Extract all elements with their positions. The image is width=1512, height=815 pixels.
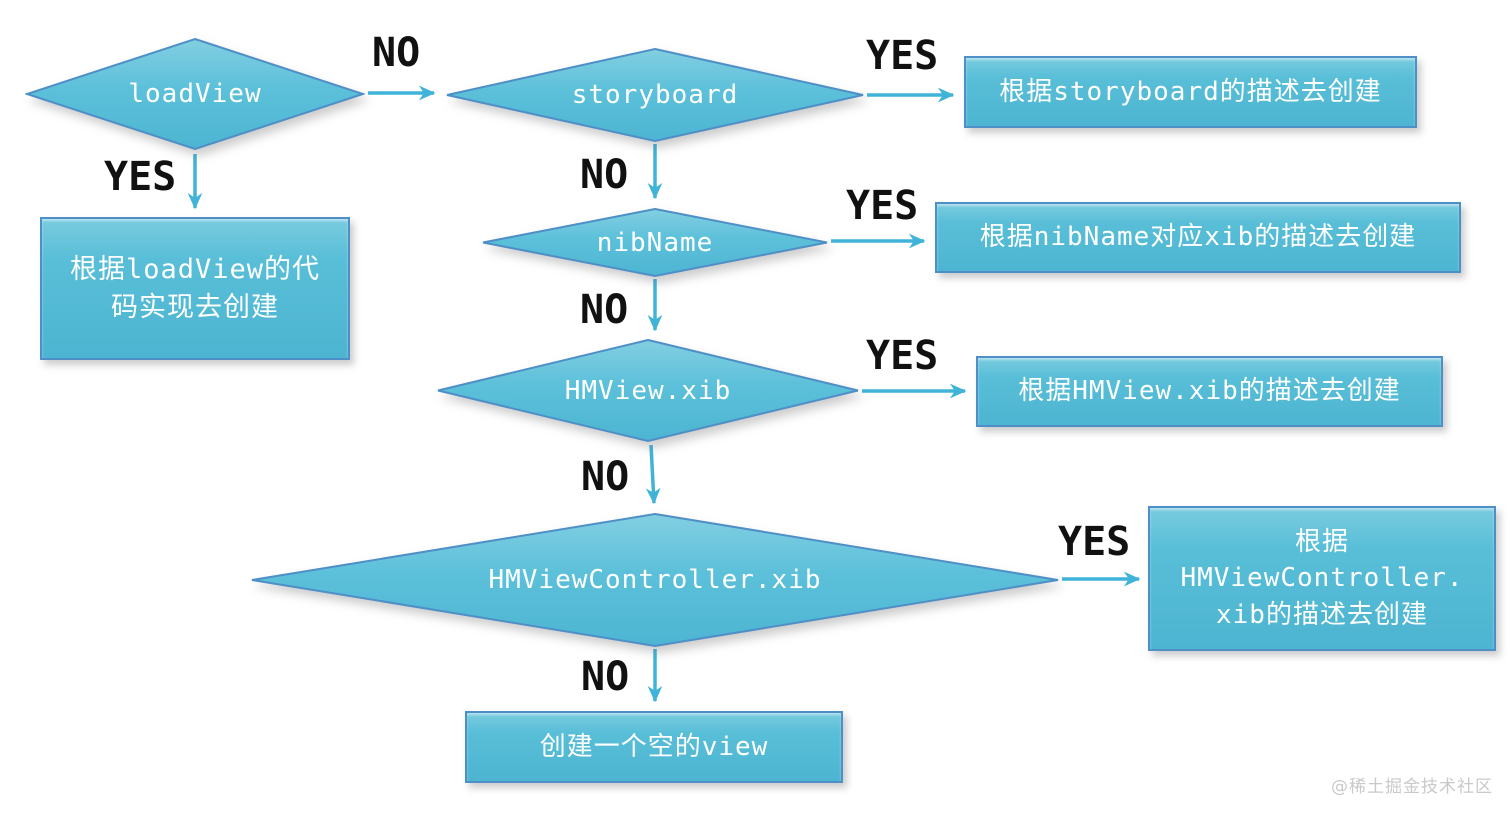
edge-label-yes-storyboard: YES [866, 33, 939, 79]
decision-hmview-xib: HMView.xib [436, 338, 860, 443]
watermark-text: @稀土掘金技术社区 [1331, 777, 1493, 797]
edge-label-no-hmvc: NO [581, 654, 630, 700]
process-create-from-storyboard: 根据storyboard的描述去创建 [964, 56, 1417, 128]
decision-hmview-xib-label: HMView.xib [564, 375, 732, 406]
edge-label-no-hmview: NO [581, 454, 630, 500]
diamond-shape [437, 338, 859, 443]
diamond-shape [482, 207, 828, 278]
process-label: 根据nibName对应xib的描述去创建 [979, 222, 1417, 253]
process-create-from-loadview: 根据loadView的代 码实现去创建 [40, 217, 350, 360]
decision-nibname-label: nibName [596, 227, 714, 258]
process-label: 根据loadView的代 码实现去创建 [69, 253, 321, 323]
decision-loadview: loadView [25, 37, 365, 151]
process-create-from-hmview-xib: 根据HMView.xib的描述去创建 [976, 356, 1443, 427]
process-label: 根据storyboard的描述去创建 [999, 76, 1382, 107]
decision-hmviewcontroller-xib-label: HMViewController.xib [488, 565, 822, 595]
edge-label-no-nibname: NO [580, 287, 629, 333]
arrow-hmview-down [645, 444, 661, 505]
edge-label-no-loadview: NO [372, 30, 421, 76]
process-label: 创建一个空的view [539, 731, 769, 762]
process-create-from-nibname: 根据nibName对应xib的描述去创建 [935, 202, 1461, 273]
process-create-from-hmviewcontroller-xib: 根据 HMViewController. xib的描述去创建 [1148, 506, 1496, 651]
diamond-shape [446, 47, 864, 143]
edge-label-yes-hmvc: YES [1058, 519, 1131, 565]
diamond-shape [25, 37, 365, 151]
decision-hmviewcontroller-xib: HMViewController.xib [250, 512, 1060, 648]
process-label: 根据HMView.xib的描述去创建 [1018, 376, 1401, 407]
decision-loadview-label: loadView [128, 79, 262, 109]
edge-label-no-storyboard: NO [580, 152, 629, 198]
edge-label-yes-hmview: YES [866, 333, 939, 379]
decision-storyboard-label: storyboard [571, 80, 739, 110]
decision-storyboard: storyboard [445, 47, 865, 143]
process-label: 根据 HMViewController. xib的描述去创建 [1180, 526, 1464, 630]
edge-label-yes-nibname: YES [846, 183, 919, 229]
edge-label-yes-loadview: YES [104, 154, 177, 200]
decision-nibname: nibName [481, 207, 829, 278]
process-create-empty-view: 创建一个空的view [465, 711, 843, 783]
diamond-shape [251, 512, 1059, 648]
